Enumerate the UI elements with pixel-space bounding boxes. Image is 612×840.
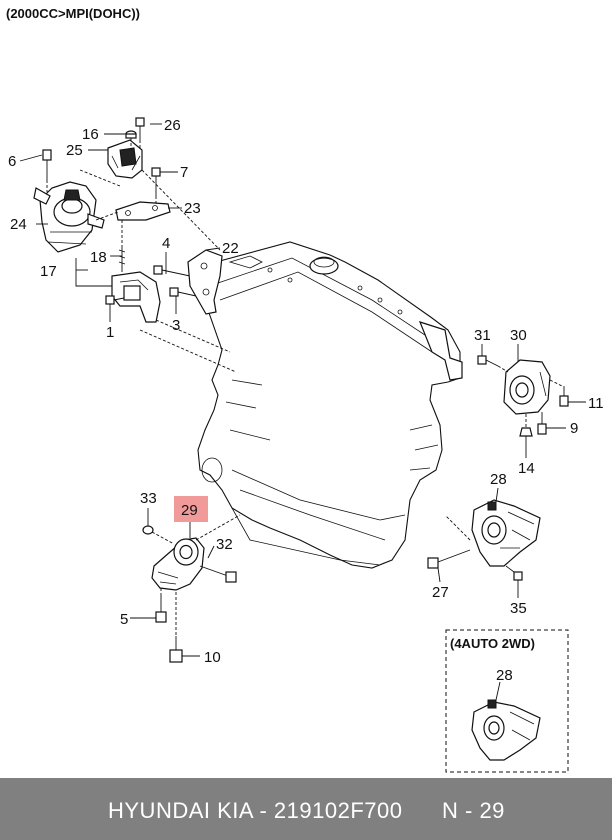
leader-lines	[19, 123, 586, 701]
bolt-9	[537, 412, 547, 435]
callout-22: 22	[222, 240, 239, 257]
callout-10: 10	[204, 649, 221, 666]
callout-25: 25	[66, 142, 83, 159]
engine-spec-header: (2000CC>MPI(DOHC))	[6, 6, 140, 21]
highlight-box-29	[174, 496, 208, 522]
transmission-mount-30	[503, 359, 551, 415]
bolt-11	[559, 386, 569, 407]
bolt-32	[199, 565, 237, 583]
callout-24: 24	[10, 216, 27, 233]
callout-3: 3	[172, 317, 180, 334]
callout-16: 16	[82, 126, 99, 143]
callout-23: 23	[184, 200, 201, 217]
callout-7: 7	[180, 164, 188, 181]
callout-29: 29	[181, 502, 198, 519]
inset-4auto-2wd	[445, 629, 569, 773]
callout-5: 5	[120, 611, 128, 628]
inset-callout-28: 28	[496, 667, 513, 684]
bolt-31	[477, 355, 499, 367]
callout-4: 4	[162, 235, 170, 252]
callout-30: 30	[510, 327, 527, 344]
callout-28: 28	[490, 471, 507, 488]
nut-14	[519, 427, 533, 437]
bolt-26	[135, 117, 145, 140]
inset-title: (4AUTO 2WD)	[450, 636, 535, 651]
callout-14: 14	[518, 460, 535, 477]
callout-35: 35	[510, 600, 527, 617]
callout-6: 6	[8, 153, 16, 170]
bolt-27	[427, 549, 471, 569]
callout-1: 1	[106, 324, 114, 341]
bolt-35	[505, 565, 523, 581]
bolt-6	[42, 149, 52, 180]
bolt-5	[155, 596, 167, 623]
callout-9: 9	[570, 420, 578, 437]
footer-bar: HYUNDAI KIA - 219102F700 N - 29	[0, 778, 612, 840]
callout-18: 18	[90, 249, 107, 266]
lower-mount-17	[111, 271, 161, 323]
bolt-10	[169, 636, 183, 663]
callout-27: 27	[432, 584, 449, 601]
engine-bracket-22	[187, 249, 223, 315]
callout-33: 33	[140, 490, 157, 507]
callout-32: 32	[216, 536, 233, 553]
stud-18	[118, 246, 126, 272]
engine-mount-29	[151, 537, 205, 591]
mount-bracket-23	[115, 201, 171, 221]
callout-17: 17	[40, 263, 57, 280]
mount-bracket-25	[107, 139, 143, 179]
callout-11: 11	[588, 395, 604, 412]
footer-page-ref: N - 29	[442, 798, 505, 823]
nut-16	[125, 130, 137, 139]
engine-mount-bracket-24	[33, 181, 105, 253]
rear-mount-28	[471, 499, 541, 567]
bolt-3	[169, 287, 197, 297]
washer-33	[142, 525, 154, 535]
footer-part-number: HYUNDAI KIA - 219102F700	[108, 798, 403, 823]
callout-31: 31	[474, 327, 491, 344]
engine-block	[197, 241, 463, 569]
bolt-4	[153, 265, 191, 277]
callout-26: 26	[164, 117, 181, 134]
